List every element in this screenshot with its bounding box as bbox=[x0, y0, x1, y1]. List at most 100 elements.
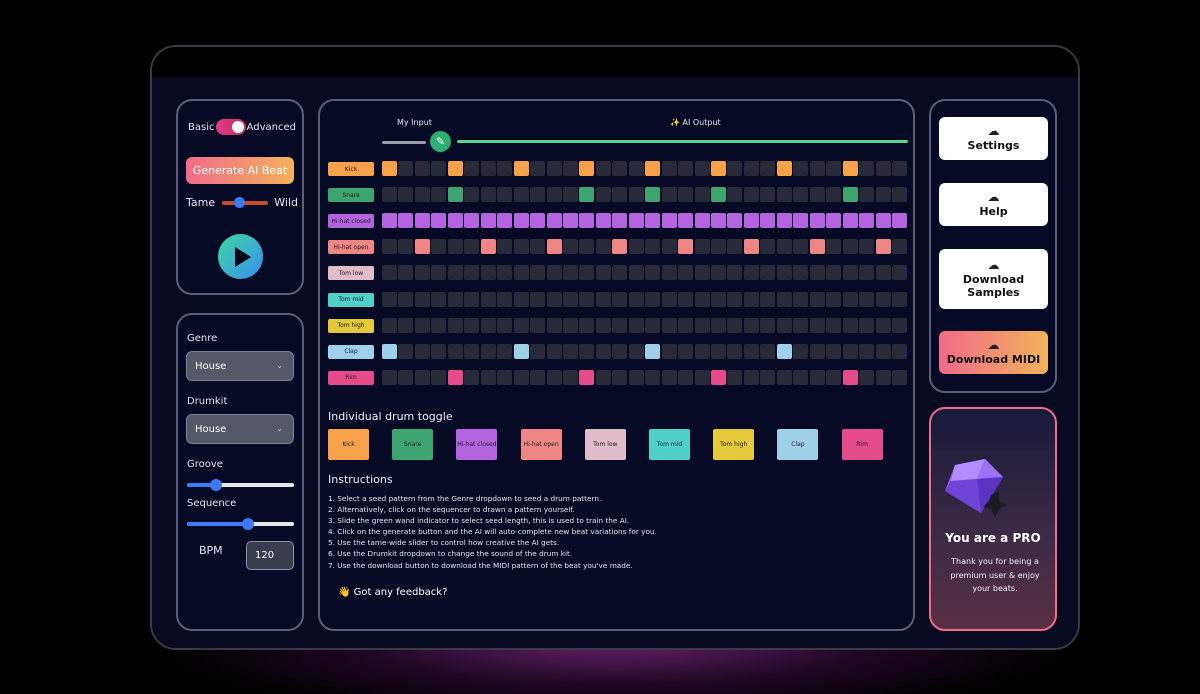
sequencer-cell[interactable] bbox=[678, 239, 694, 255]
sequencer-cell[interactable] bbox=[875, 213, 891, 229]
sequencer-cell[interactable] bbox=[842, 317, 858, 333]
sequencer-cell[interactable] bbox=[546, 317, 562, 333]
drum-toggle-button[interactable]: Tom low bbox=[584, 429, 626, 460]
sequencer-cell[interactable] bbox=[546, 213, 562, 229]
sequencer-cell[interactable] bbox=[826, 265, 842, 281]
sequencer-cell[interactable] bbox=[859, 343, 875, 359]
sequencer-cell[interactable] bbox=[612, 343, 628, 359]
sequencer-cell[interactable] bbox=[546, 161, 562, 176]
sequencer-cell[interactable] bbox=[678, 343, 694, 359]
sequencer-cell[interactable] bbox=[628, 161, 644, 176]
sequencer-cell[interactable] bbox=[661, 291, 677, 307]
sequencer-cell[interactable] bbox=[398, 343, 414, 359]
sequencer-cell[interactable] bbox=[431, 239, 447, 255]
sequencer-cell[interactable] bbox=[776, 187, 792, 203]
sequencer-cell[interactable] bbox=[414, 213, 430, 229]
sequencer-cell[interactable] bbox=[776, 369, 792, 385]
genre-select[interactable]: House ⌄ bbox=[186, 351, 294, 381]
sequencer-cell[interactable] bbox=[793, 317, 809, 333]
sequencer-cell[interactable] bbox=[464, 369, 480, 385]
sequencer-cell[interactable] bbox=[398, 265, 414, 281]
sequencer-cell[interactable] bbox=[711, 239, 726, 255]
sequencer-cell[interactable] bbox=[809, 239, 825, 255]
sequencer-cell[interactable] bbox=[826, 187, 842, 203]
sequencer-cell[interactable] bbox=[530, 317, 546, 333]
sequencer-cell[interactable] bbox=[661, 265, 677, 281]
sequencer-cell[interactable] bbox=[414, 369, 430, 385]
sequencer-cell[interactable] bbox=[612, 265, 628, 281]
download-samples-button[interactable]: ☁ Download Samples bbox=[939, 249, 1048, 309]
sequencer-cell[interactable] bbox=[678, 187, 694, 203]
sequencer-cell[interactable] bbox=[711, 343, 726, 359]
drum-toggle-button[interactable]: Hi-hat open bbox=[520, 429, 562, 460]
sequencer-cell[interactable] bbox=[859, 213, 875, 229]
sequencer-cell[interactable] bbox=[382, 239, 397, 255]
sequencer-cell[interactable] bbox=[842, 187, 858, 203]
sequencer-cell[interactable] bbox=[513, 369, 529, 385]
sequencer-cell[interactable] bbox=[579, 265, 595, 281]
sequencer-cell[interactable] bbox=[760, 317, 776, 333]
sequencer-cell[interactable] bbox=[480, 161, 496, 176]
sequencer-cell[interactable] bbox=[464, 291, 480, 307]
sequencer-cell[interactable] bbox=[595, 239, 611, 255]
sequencer-cell[interactable] bbox=[645, 343, 661, 359]
sequencer-cell[interactable] bbox=[628, 213, 644, 229]
sequencer-cell[interactable] bbox=[480, 187, 496, 203]
sequencer-cell[interactable] bbox=[842, 239, 858, 255]
sequencer-cell[interactable] bbox=[727, 187, 743, 203]
sequencer-cell[interactable] bbox=[382, 187, 397, 203]
sequencer-cell[interactable] bbox=[793, 369, 809, 385]
sequencer-cell[interactable] bbox=[546, 343, 562, 359]
sequencer-cell[interactable] bbox=[464, 265, 480, 281]
drum-toggle-button[interactable]: Hi-hat closed bbox=[456, 429, 498, 460]
sequencer-cell[interactable] bbox=[678, 369, 694, 385]
sequencer-cell[interactable] bbox=[891, 265, 907, 281]
sequencer-cell[interactable] bbox=[562, 239, 578, 255]
sequencer-cell[interactable] bbox=[447, 343, 463, 359]
sequencer-cell[interactable] bbox=[776, 343, 792, 359]
sequencer-cell[interactable] bbox=[530, 161, 546, 176]
sequencer-cell[interactable] bbox=[743, 369, 759, 385]
sequencer-cell[interactable] bbox=[497, 343, 513, 359]
sequencer-cell[interactable] bbox=[859, 187, 875, 203]
sequencer-cell[interactable] bbox=[530, 369, 546, 385]
sequencer-cell[interactable] bbox=[891, 213, 907, 229]
sequencer-cell[interactable] bbox=[875, 317, 891, 333]
sequencer-cell[interactable] bbox=[694, 213, 710, 229]
sequencer-cell[interactable] bbox=[414, 291, 430, 307]
sequencer-cell[interactable] bbox=[414, 239, 430, 255]
sequencer-cell[interactable] bbox=[760, 239, 776, 255]
sequencer-cell[interactable] bbox=[793, 265, 809, 281]
sequencer-cell[interactable] bbox=[711, 369, 726, 385]
sequencer-cell[interactable] bbox=[546, 239, 562, 255]
sequencer-cell[interactable] bbox=[464, 187, 480, 203]
sequencer-cell[interactable] bbox=[694, 343, 710, 359]
sequencer-cell[interactable] bbox=[875, 265, 891, 281]
sequencer-cell[interactable] bbox=[645, 369, 661, 385]
sequencer-cell[interactable] bbox=[546, 291, 562, 307]
sequencer-cell[interactable] bbox=[497, 161, 513, 176]
sequencer-cell[interactable] bbox=[464, 239, 480, 255]
sequencer-cell[interactable] bbox=[891, 369, 907, 385]
sequencer-cell[interactable] bbox=[546, 265, 562, 281]
sequencer-cell[interactable] bbox=[809, 265, 825, 281]
sequencer-cell[interactable] bbox=[793, 187, 809, 203]
sequencer-cell[interactable] bbox=[382, 291, 397, 307]
sequencer-cell[interactable] bbox=[447, 291, 463, 307]
bpm-input[interactable]: 120 bbox=[246, 541, 294, 570]
sequencer-cell[interactable] bbox=[546, 369, 562, 385]
sequencer-cell[interactable] bbox=[727, 369, 743, 385]
sequencer-cell[interactable] bbox=[579, 369, 595, 385]
sequencer-cell[interactable] bbox=[743, 239, 759, 255]
sequencer-cell[interactable] bbox=[661, 161, 677, 176]
play-button[interactable] bbox=[218, 234, 263, 279]
sequencer-cell[interactable] bbox=[859, 161, 875, 176]
wand-handle[interactable]: ✎ bbox=[430, 131, 451, 152]
sequencer-cell[interactable] bbox=[497, 291, 513, 307]
sequencer-cell[interactable] bbox=[595, 343, 611, 359]
sequencer-cell[interactable] bbox=[809, 369, 825, 385]
sequencer-cell[interactable] bbox=[661, 369, 677, 385]
sequencer-cell[interactable] bbox=[661, 187, 677, 203]
sequencer-cell[interactable] bbox=[776, 239, 792, 255]
sequencer-cell[interactable] bbox=[727, 291, 743, 307]
